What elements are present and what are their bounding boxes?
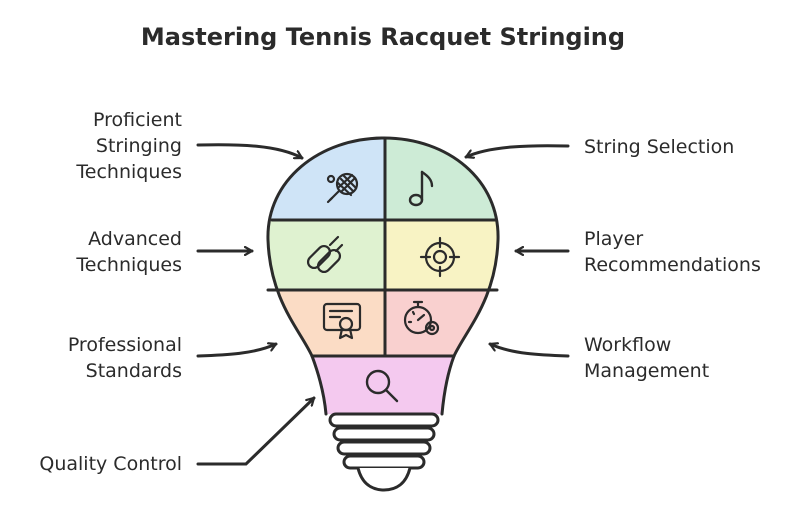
arrow-quality — [196, 396, 316, 466]
connector-arrows — [196, 143, 570, 466]
label-player-line1: Player — [584, 228, 643, 250]
diagram-title: Mastering Tennis Racquet Stringing — [141, 23, 625, 51]
bulb-dividers — [266, 138, 499, 358]
label-player-line2: Recommendations — [584, 254, 761, 276]
magnifying-glass-icon — [365, 369, 399, 403]
bulb-neck-outline — [310, 354, 456, 416]
music-note-icon — [408, 170, 434, 207]
segment-player-recommendations — [386, 220, 499, 290]
arrow-proficient — [196, 143, 304, 160]
certificate-icon — [322, 302, 362, 340]
segment-string-selection — [386, 138, 499, 220]
bulb-outline — [266, 136, 500, 358]
segment-advanced-techniques — [267, 220, 386, 290]
label-proficient-line2: Stringing — [96, 135, 182, 157]
segment-quality-control — [312, 356, 454, 414]
label-proficient-line3: Techniques — [75, 161, 182, 183]
arrow-string-selection — [464, 144, 570, 157]
bulb-base — [328, 412, 440, 492]
label-workflow-line2: Management — [584, 360, 709, 382]
label-workflow-line1: Workflow — [584, 334, 671, 356]
label-string-selection: String Selection — [584, 136, 734, 158]
label-professional-line1: Professional — [68, 334, 182, 356]
segment-string-techniques — [267, 138, 386, 220]
label-advanced-line2: Techniques — [75, 254, 182, 276]
label-professional-line2: Standards — [86, 360, 182, 382]
tennis-racquet-icon — [326, 172, 359, 204]
label-quality-control: Quality Control — [39, 453, 182, 475]
arrow-professional — [196, 344, 278, 358]
stopwatch-gear-icon — [403, 300, 440, 336]
target-icon — [419, 236, 461, 278]
arrow-workflow — [488, 344, 570, 358]
label-proficient-line1: Proficient — [93, 109, 182, 131]
segment-workflow-management — [386, 290, 499, 356]
label-advanced-line1: Advanced — [88, 228, 182, 250]
